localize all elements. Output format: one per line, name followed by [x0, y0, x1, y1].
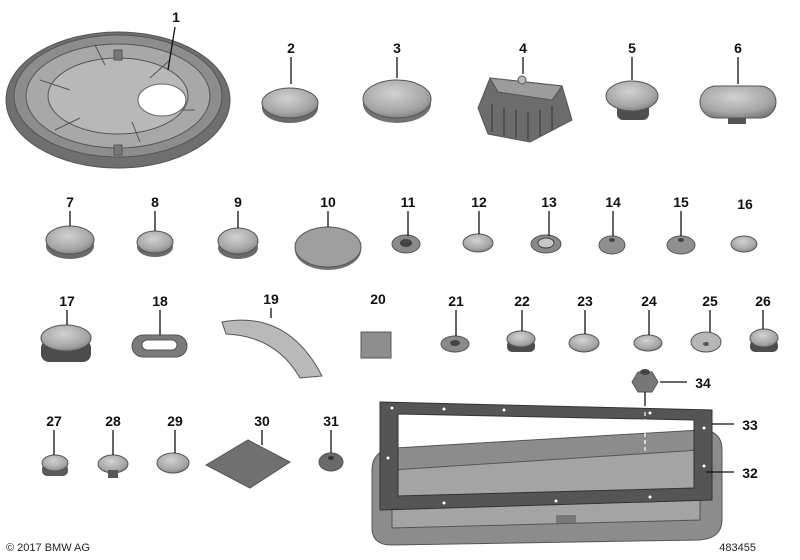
part-label-12: 12 [471, 194, 487, 210]
part-9-plug[interactable] [217, 227, 259, 259]
part-label-31: 31 [323, 413, 339, 429]
part-label-26: 26 [755, 293, 771, 309]
part-label-1: 1 [172, 9, 180, 25]
part-6-oval-plug[interactable] [699, 85, 777, 124]
part-3-plug[interactable] [362, 79, 432, 123]
part-label-27: 27 [46, 413, 62, 429]
part-4-box-insert[interactable] [477, 75, 573, 143]
part-label-25: 25 [702, 293, 718, 309]
part-label-34: 34 [695, 375, 711, 391]
part-label-30: 30 [254, 413, 270, 429]
part-30-square-pad[interactable] [204, 439, 291, 489]
part-2-plug[interactable] [261, 87, 319, 123]
part-label-15: 15 [673, 194, 689, 210]
part-17-plug[interactable] [40, 324, 92, 362]
part-8-plug[interactable] [136, 230, 174, 257]
part-28-clip-plug[interactable] [97, 454, 129, 478]
part-label-23: 23 [577, 293, 593, 309]
part-22-plug[interactable] [506, 330, 536, 352]
part-21-grommet[interactable] [440, 335, 470, 353]
part-label-3: 3 [393, 40, 401, 56]
part-label-19: 19 [263, 291, 279, 307]
part-label-6: 6 [734, 40, 742, 56]
part-7-plug[interactable] [45, 225, 95, 259]
part-34-nut[interactable] [631, 369, 659, 393]
part-14-grommet[interactable] [598, 235, 626, 255]
part-19-curved-strip[interactable] [221, 319, 323, 379]
part-label-5: 5 [628, 40, 636, 56]
part-label-9: 9 [234, 194, 242, 210]
part-23-plug[interactable] [568, 333, 600, 353]
leader-lines [53, 26, 764, 473]
part-label-32: 32 [742, 465, 758, 481]
part-label-33: 33 [742, 417, 758, 433]
part-26-plug[interactable] [749, 328, 779, 352]
part-label-10: 10 [320, 194, 336, 210]
part-20-pad[interactable] [360, 331, 392, 359]
part-label-17: 17 [59, 293, 75, 309]
part-label-22: 22 [514, 293, 530, 309]
part-29-plug[interactable] [156, 452, 190, 474]
part-label-20: 20 [370, 291, 386, 307]
part-label-2: 2 [287, 40, 295, 56]
part-16-plug[interactable] [730, 235, 758, 253]
part-label-24: 24 [641, 293, 657, 309]
part-label-16: 16 [737, 196, 753, 212]
part-27-plug[interactable] [41, 454, 69, 476]
part-label-14: 14 [605, 194, 621, 210]
part-10-disc[interactable] [294, 226, 362, 270]
part-33-frame-gasket[interactable] [379, 401, 713, 511]
part-1-round-cover[interactable] [5, 31, 231, 169]
part-label-28: 28 [105, 413, 121, 429]
part-label-8: 8 [151, 194, 159, 210]
part-5-plug[interactable] [605, 80, 659, 120]
part-label-21: 21 [448, 293, 464, 309]
part-31-grommet[interactable] [318, 452, 344, 472]
part-label-29: 29 [167, 413, 183, 429]
part-label-4: 4 [519, 40, 527, 56]
part-13-grommet[interactable] [530, 234, 562, 254]
part-11-grommet[interactable] [391, 234, 421, 254]
part-label-13: 13 [541, 194, 557, 210]
part-24-plug[interactable] [633, 334, 663, 352]
part-25-dome-plug[interactable] [690, 331, 722, 353]
part-label-7: 7 [66, 194, 74, 210]
image-number: 483455 [719, 542, 756, 554]
part-label-11: 11 [401, 194, 416, 210]
copyright-text: © 2017 BMW AG [6, 542, 90, 554]
part-15-grommet[interactable] [666, 235, 696, 255]
part-12-plug[interactable] [462, 233, 494, 253]
part-label-18: 18 [152, 293, 168, 309]
part-32-tray[interactable] [371, 429, 723, 546]
part-18-oval-grommet[interactable] [131, 334, 188, 358]
part-number-labels: 1 2 3 4 5 6 7 8 9 10 11 12 13 14 15 16 1… [46, 9, 771, 481]
